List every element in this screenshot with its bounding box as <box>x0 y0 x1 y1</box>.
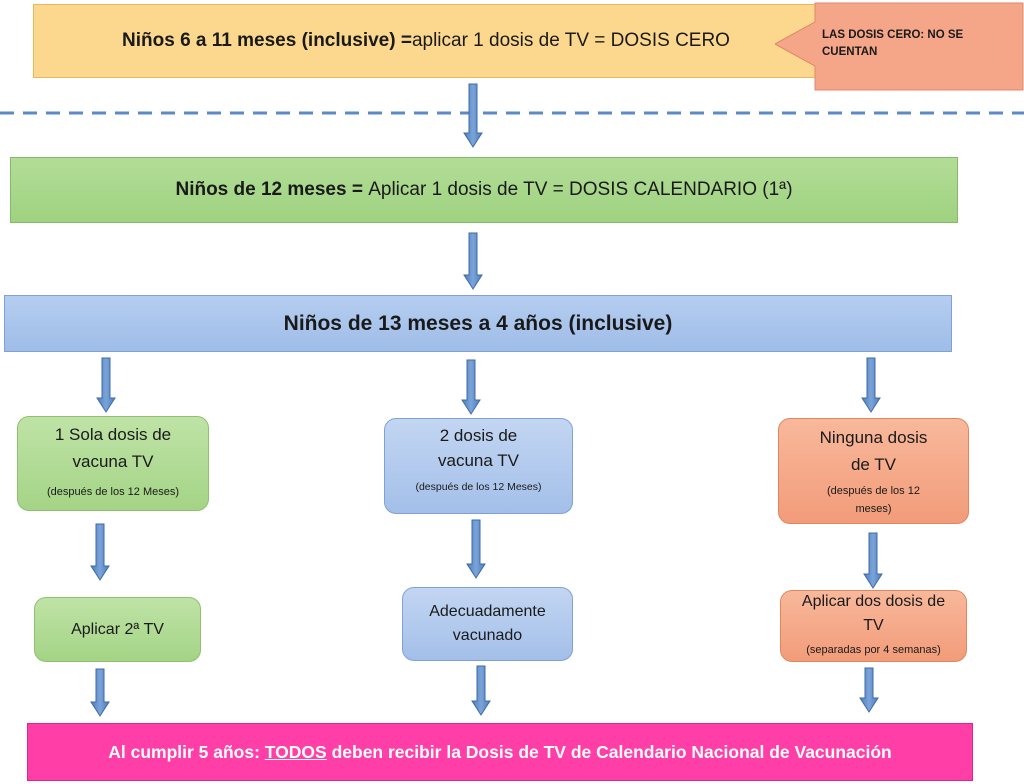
box-ninos-13-meses-4-anos: Niños de 13 meses a 4 años (inclusive) <box>4 295 952 352</box>
box-aplicar-2-tv-text: Aplicar 2ª TV <box>71 620 164 638</box>
box-aplicar-dos-dosis-note: (separadas por 4 semanas) <box>806 644 941 656</box>
box-ninguna-dosis: Ninguna dosis de TV (después de los 12 m… <box>778 418 969 524</box>
footer-emphasis: TODOS <box>264 741 327 762</box>
footer-prefix: Al cumplir 5 años: <box>108 741 265 762</box>
arrow-13-to-right <box>861 357 881 413</box>
arrow-top-to-12 <box>463 83 483 148</box>
box-ninos-6-11-meses: Niños 6 a 11 meses (inclusive) = aplicar… <box>33 4 819 78</box>
box-una-dosis-note: (después de los 12 Meses) <box>46 486 180 498</box>
box-dos-dosis: 2 dosis de vacuna TV (después de los 12 … <box>384 418 573 514</box>
callout-dosis-cero: LAS DOSIS CERO: NO SE CUENTAN <box>822 14 1012 74</box>
box-ninos-6-11-bold: Niños 6 a 11 meses (inclusive) = <box>122 30 412 51</box>
arrow-middle-to-footer <box>471 665 491 716</box>
box-al-cumplir-5-anos: Al cumplir 5 años: TODOS deben recibir l… <box>27 723 973 781</box>
box-dos-dosis-title: 2 dosis de vacuna TV <box>438 426 519 470</box>
callout-arrow-shape <box>775 2 1024 91</box>
box-ninos-12-bold: Niños de 12 meses = <box>175 179 369 200</box>
box-ninos-12-meses: Niños de 12 meses = Aplicar 1 dosis de T… <box>10 157 958 223</box>
box-una-dosis-title: 1 Sola dosis de vacuna TV <box>54 425 172 471</box>
box-adecuadamente-vacunado-text: Adecuadamente vacunado <box>429 603 546 644</box>
box-adecuadamente-vacunado: Adecuadamente vacunado <box>402 587 573 661</box>
arrow-13-to-middle <box>461 359 481 415</box>
box-una-dosis: 1 Sola dosis de vacuna TV (después de lo… <box>17 416 209 511</box>
arrow-left-1-to-2 <box>90 523 110 581</box>
footer-suffix: deben recibir la Dosis de TV de Calendar… <box>326 741 892 762</box>
box-ninos-6-11-rest: aplicar 1 dosis de TV = DOSIS CERO <box>411 30 730 51</box>
callout-dosis-cero-text: LAS DOSIS CERO: NO SE CUENTAN <box>822 29 964 58</box>
arrows-group <box>90 83 883 717</box>
box-ninos-12-rest: Aplicar 1 dosis de TV = DOSIS CALENDARIO… <box>368 179 793 200</box>
arrow-13-to-left <box>96 357 116 413</box>
box-aplicar-2-tv: Aplicar 2ª TV <box>34 597 201 662</box>
box-ninos-13-title: Niños de 13 meses a 4 años (inclusive) <box>283 311 673 335</box>
arrow-12-to-13 <box>463 232 483 290</box>
box-ninguna-dosis-title: Ninguna dosis de TV <box>819 428 928 474</box>
arrow-middle-1-to-2 <box>466 519 486 579</box>
box-dos-dosis-note: (después de los 12 Meses) <box>415 481 542 493</box>
arrow-right-to-footer <box>859 667 879 713</box>
box-aplicar-dos-dosis-text: Aplicar dos dosis de TV <box>801 593 946 634</box>
box-aplicar-dos-dosis: Aplicar dos dosis de TV (separadas por 4… <box>780 590 967 662</box>
arrow-left-to-footer <box>90 668 110 717</box>
arrow-right-1-to-2 <box>863 532 883 589</box>
box-ninguna-dosis-note: (después de los 12 meses) <box>827 485 920 515</box>
